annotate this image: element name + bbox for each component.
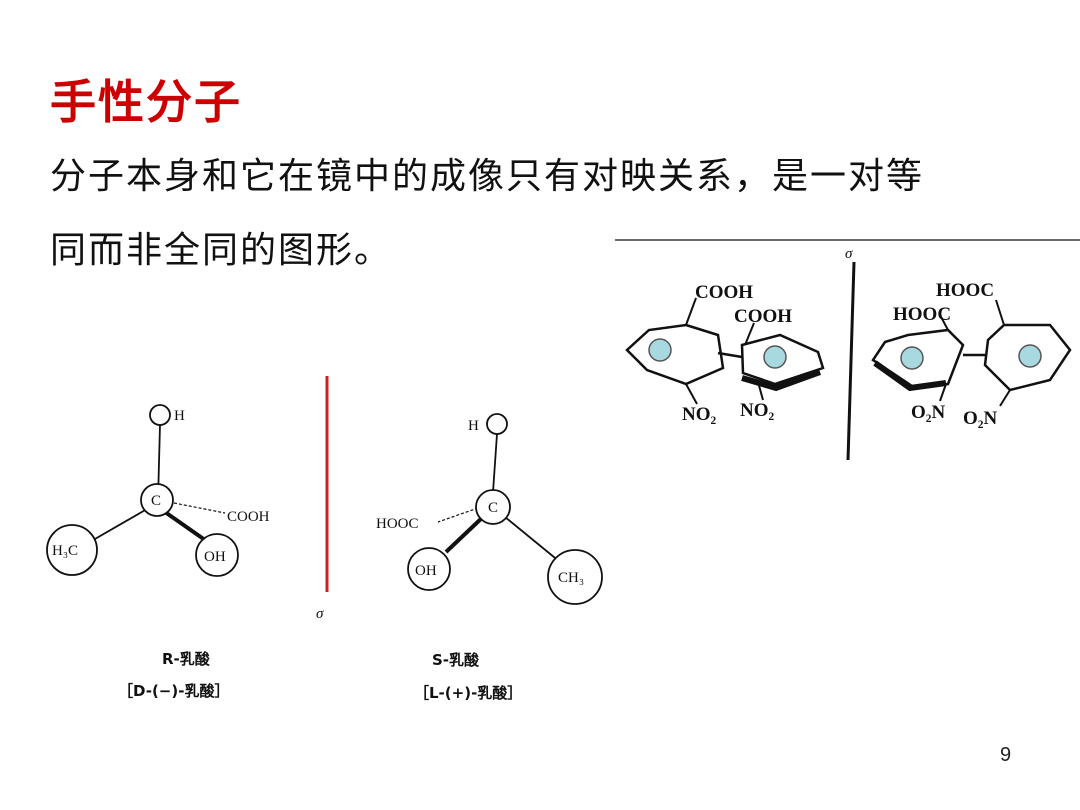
slide-body: 分子本身和它在镜中的成像只有对映关系，是一对等 同而非全同的图形。: [50, 140, 1050, 288]
s-caption: S-乳酸: [432, 651, 480, 669]
biphenyl-right-molecule: [871, 299, 1072, 407]
r-methyl-group: [46, 524, 98, 576]
biphenyl-left-molecule: [625, 297, 825, 405]
left-no2-2: NO₂: [740, 400, 775, 421]
r-lactic-acid: H C H₃C OH COOH R-乳酸 ［D-(−)-乳酸］: [46, 404, 270, 700]
r-h-label: H: [174, 408, 185, 424]
left-cooh-top: COOH: [695, 282, 753, 303]
left-ring-1-atom: [648, 338, 672, 362]
lactic-mirror-symbol: σ: [316, 606, 324, 622]
right-ring-1-atom: [900, 346, 924, 370]
s-hydroxyl-group: [407, 547, 451, 591]
r-hydroxyl-group: [195, 533, 239, 577]
s-lactic-acid: H C HOOC OH CH₃ S-乳酸 ［L-(+)-乳酸］: [376, 413, 603, 702]
right-o2n-2: O₂N: [963, 408, 997, 429]
s-methyl-group: [547, 549, 603, 605]
r-oh-label: OH: [204, 549, 226, 565]
s-carbon-atom: [475, 489, 511, 525]
s-hooc-label: HOOC: [376, 516, 419, 532]
s-h-label: H: [468, 418, 479, 434]
right-o2n-1: O₂N: [911, 402, 945, 423]
right-hooc-second: HOOC: [893, 304, 951, 325]
s-ch3-label: CH₃: [558, 570, 584, 586]
left-ring-2-atom: [763, 345, 787, 369]
r-ch3-label: H₃C: [52, 543, 78, 559]
r-caption-config: ［D-(−)-乳酸］: [118, 682, 229, 700]
s-c-label: C: [488, 500, 498, 516]
r-c-label: C: [151, 493, 161, 509]
body-line-2: 同而非全同的图形。: [50, 230, 393, 271]
r-caption: R-乳酸: [162, 650, 211, 668]
biphenyl-mirror-line: [846, 261, 856, 461]
left-cooh-second: COOH: [734, 306, 792, 327]
left-no2-1: NO₂: [682, 404, 717, 425]
page-number: 9: [1000, 744, 1012, 766]
r-cooh-label: COOH: [227, 509, 270, 525]
s-caption-config: ［L-(+)-乳酸］: [414, 684, 522, 702]
s-h-atom: [486, 413, 508, 435]
s-oh-label: OH: [415, 563, 437, 579]
body-line-1: 分子本身和它在镜中的成像只有对映关系，是一对等: [50, 156, 925, 197]
biphenyl-mirror-symbol: σ: [845, 246, 853, 262]
r-carbon-atom: [140, 483, 174, 517]
right-hooc-top: HOOC: [936, 280, 994, 301]
slide-title: 手性分子: [50, 75, 242, 129]
r-h-atom: [149, 404, 171, 426]
right-ring-2-atom: [1018, 344, 1042, 368]
